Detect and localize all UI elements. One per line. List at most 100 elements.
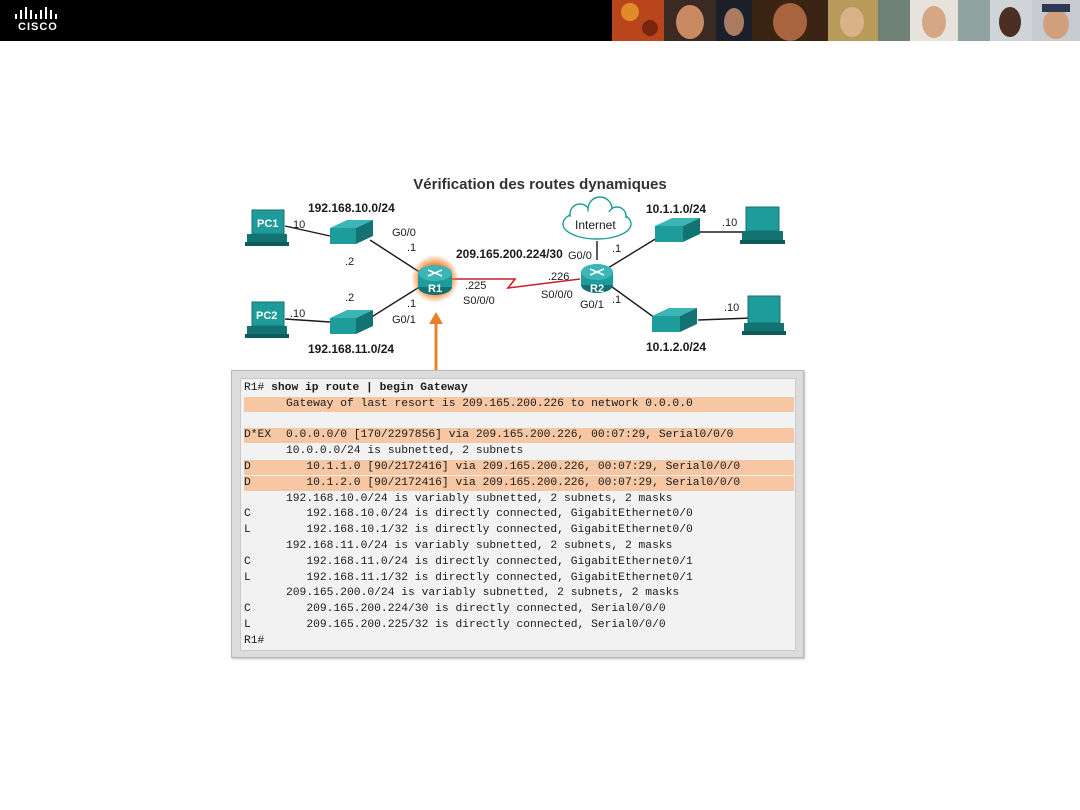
- cisco-wordmark: CISCO: [18, 21, 58, 33]
- cli-line: R1# show ip route | begin Gateway: [244, 381, 794, 396]
- cli-line-text: 10.1.1.0 [90/2172416] via 209.165.200.22…: [286, 461, 741, 473]
- serial-net-label: 209.165.200.224/30: [456, 247, 563, 261]
- net-bottom-right-label: 10.1.2.0/24: [646, 340, 706, 354]
- cli-line: 192.168.10.0/24 is variably subnetted, 2…: [244, 492, 794, 507]
- header-bar: CISCO: [0, 0, 1080, 41]
- r1-serial-host-label: .225: [465, 280, 486, 292]
- cisco-bars-icon: [15, 7, 57, 19]
- pc2-label: PC2: [256, 310, 277, 322]
- link-switch4-pc4: [697, 317, 753, 321]
- pc4-host-label: .10: [724, 302, 739, 314]
- cli-line-text: 209.165.200.225/32 is directly connected…: [286, 619, 666, 631]
- pc3-computer-icon: [740, 206, 785, 244]
- r2-serial-label: S0/0/0: [541, 289, 573, 301]
- net-top-left-label: 192.168.10.0/24: [308, 201, 395, 215]
- link-switch2-r1: [369, 285, 422, 319]
- cli-line: 209.165.200.0/24 is variably subnetted, …: [244, 586, 794, 601]
- cli-line-prefix: R1#: [244, 634, 265, 647]
- r1-pointer-arrow: [429, 312, 443, 370]
- cli-line-prefix: C: [244, 508, 251, 521]
- cli-line-text: 192.168.10.0/24 is directly connected, G…: [286, 508, 693, 521]
- cli-line: 192.168.11.0/24 is variably subnetted, 2…: [244, 539, 794, 554]
- cli-line: C 209.165.200.224/30 is directly connect…: [244, 602, 794, 617]
- cli-line-text: 192.168.10.0/24 is variably subnetted, 2…: [286, 492, 673, 505]
- r1-g01-host-label: .1: [407, 298, 416, 310]
- cli-line: C 192.168.10.0/24 is directly connected,…: [244, 507, 794, 522]
- net-top-right-label: 10.1.1.0/24: [646, 202, 706, 216]
- cli-line-prefix: L: [244, 524, 251, 537]
- cli-line-text: 192.168.11.0/24 is variably subnetted, 2…: [286, 540, 673, 552]
- cli-line: 10.0.0.0/24 is subnetted, 2 subnets: [244, 444, 794, 459]
- switch4-icon: [652, 308, 697, 332]
- cli-line-prefix: R1#: [244, 382, 265, 394]
- cli-line: D*EX 0.0.0.0/0 [170/2297856] via 209.165.…: [244, 428, 794, 444]
- cli-line-prefix: D: [244, 461, 251, 473]
- cli-line-text: 10.1.2.0 [90/2172416] via 209.165.200.22…: [286, 476, 741, 489]
- pc2-host-label: .10: [290, 308, 305, 320]
- cli-line: R1#: [244, 634, 794, 649]
- cli-line: L 192.168.11.1/32 is directly connected,…: [244, 571, 794, 586]
- r2-router-icon: [581, 264, 613, 293]
- cli-line-text: 0.0.0.0/0 [170/2297856] via 209.165.200.…: [286, 429, 734, 442]
- r1-g01-label: G0/1: [392, 314, 416, 326]
- r2-serial-host-label: .226: [548, 271, 569, 283]
- cli-line: L 209.165.200.225/32 is directly connect…: [244, 618, 794, 633]
- r1-serial-label: S0/0/0: [463, 295, 495, 307]
- cisco-logo: CISCO: [14, 6, 62, 36]
- link-r2-switch4: [607, 283, 656, 319]
- cli-line: Gateway of last resort is 209.165.200.22…: [244, 396, 794, 412]
- cli-line: L 192.168.10.1/32 is directly connected,…: [244, 523, 794, 538]
- cli-line: C 192.168.11.0/24 is directly connected,…: [244, 555, 794, 570]
- switch2-host-label: .2: [345, 292, 354, 304]
- cli-line-text: 10.0.0.0/24 is subnetted, 2 subnets: [286, 445, 524, 458]
- net-bottom-left-label: 192.168.11.0/24: [308, 342, 394, 356]
- cli-line-prefix: L: [244, 571, 251, 584]
- r1-g00-label: G0/0: [392, 227, 416, 239]
- r2-g01-host-label: .1: [612, 294, 621, 306]
- cli-line-prefix: C: [244, 555, 251, 568]
- link-switch1-r1: [369, 239, 422, 274]
- switch2-icon: [330, 310, 373, 334]
- cli-line: D 10.1.1.0 [90/2172416] via 209.165.200.…: [244, 460, 794, 475]
- r2-g00-label: G0/0: [568, 250, 592, 262]
- r2-label: R2: [590, 283, 604, 295]
- diagram-title: Vérification des routes dynamiques: [413, 176, 667, 193]
- cli-line-prefix: D: [244, 476, 251, 489]
- switch1-host-label: .2: [345, 256, 354, 268]
- pc1-label: PC1: [257, 218, 278, 230]
- switch1-icon: [330, 220, 373, 244]
- pc4-computer-icon: [742, 295, 786, 335]
- cli-line-prefix: L: [244, 619, 251, 631]
- cli-line: D 10.1.2.0 [90/2172416] via 209.165.200.…: [244, 475, 794, 491]
- link-pc1-switch1: [284, 225, 331, 237]
- r2-g01-label: G0/1: [580, 299, 604, 311]
- pc2-computer-icon: [245, 301, 289, 338]
- internet-cloud-icon: [562, 196, 632, 240]
- internet-label: Internet: [575, 218, 616, 232]
- cli-line-text: 192.168.10.1/32 is directly connected, G…: [286, 524, 693, 537]
- link-r2-switch3: [607, 237, 658, 269]
- cli-line-text: show ip route | begin Gateway: [264, 382, 468, 394]
- cli-line-text: 192.168.11.1/32 is directly connected, G…: [286, 571, 693, 584]
- cli-line-text: Gateway of last resort is 209.165.200.22…: [286, 397, 693, 410]
- pc1-host-label: .10: [290, 219, 305, 231]
- cli-line-prefix: C: [244, 603, 251, 616]
- r1-router-icon: [411, 255, 459, 303]
- cli-line: [244, 413, 794, 428]
- pc1-computer-icon: [245, 209, 289, 246]
- people-photo-banner: [612, 0, 1080, 41]
- r2-g00-host-label: .1: [612, 243, 621, 255]
- network-topology: PC1 PC2 .10 .10 192.168.10.0/24 192.168.…: [245, 196, 786, 370]
- pc3-host-label: .10: [722, 217, 737, 229]
- r1-label: R1: [428, 283, 442, 295]
- r1-g00-host-label: .1: [407, 242, 416, 254]
- serial-link: [449, 278, 581, 290]
- cli-line-text: 209.165.200.224/30 is directly connected…: [286, 603, 666, 616]
- cli-line-text: 192.168.11.0/24 is directly connected, G…: [286, 555, 693, 568]
- switch3-icon: [655, 218, 700, 242]
- cli-line-prefix: D*EX: [244, 429, 272, 442]
- link-pc2-switch2: [284, 318, 331, 323]
- cli-line-text: 209.165.200.0/24 is variably subnetted, …: [286, 587, 680, 600]
